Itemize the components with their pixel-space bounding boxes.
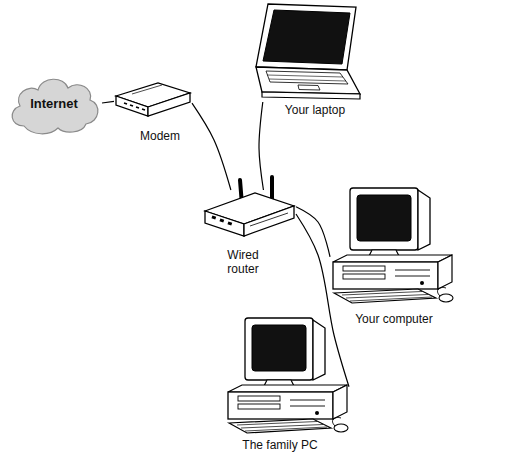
router-node: Wired router [203,190,296,238]
cloud-node: Internet [6,68,102,138]
modem-node: Modem [114,81,192,118]
computer-node: Your computer [330,186,454,304]
node-label: Internet [6,68,102,138]
network-cable [296,207,330,257]
node-label: Wired router [213,248,273,276]
network-cable [259,102,263,190]
network-cable [296,214,349,387]
node-label: The family PC [230,438,330,452]
desktop-computer-illustration [228,318,348,433]
computer-node: The family PC [225,316,349,434]
desktop-computer-illustration [333,188,453,303]
node-label: Your computer [344,312,444,326]
network-cable [102,101,114,103]
network-cable [192,103,231,190]
router-illustration [205,177,294,236]
laptop-node: Your laptop [252,2,360,102]
node-label: Your laptop [275,103,355,117]
node-label: Modem [120,129,200,143]
laptop-illustration [256,4,360,99]
modem-illustration [116,83,190,116]
